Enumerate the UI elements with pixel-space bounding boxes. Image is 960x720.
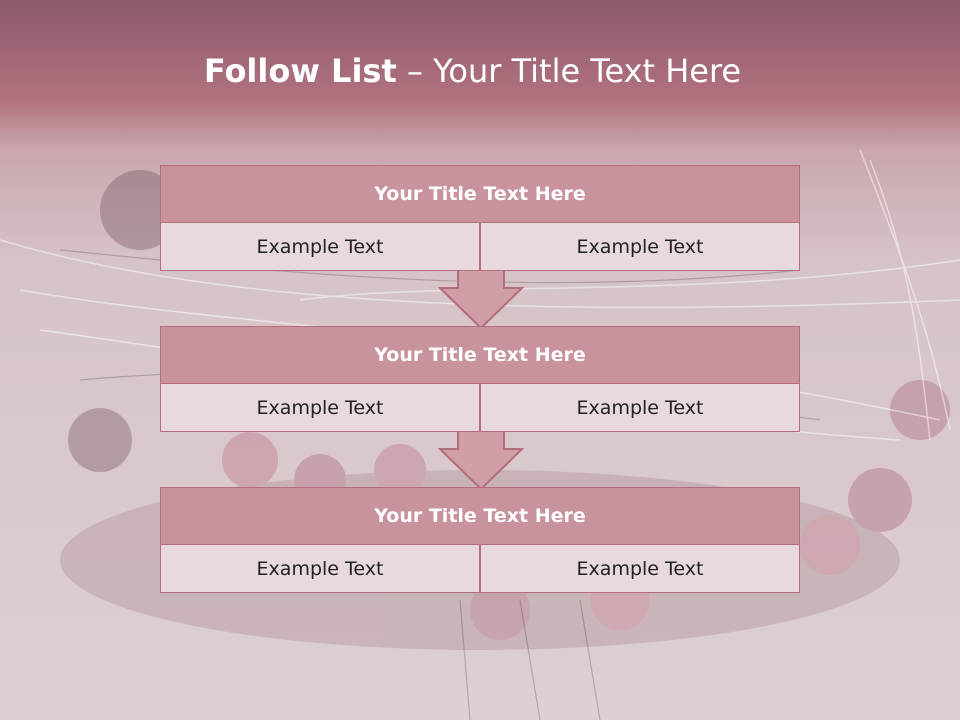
step-text-left: Example Text <box>160 544 480 593</box>
step-box-1: Your Title Text Here Example Text Exampl… <box>160 165 800 271</box>
step-title: Your Title Text Here <box>160 326 800 384</box>
step-box-2: Your Title Text Here Example Text Exampl… <box>160 326 800 432</box>
down-arrow-icon <box>438 270 524 330</box>
title-sub: – Your Title Text Here <box>396 52 742 90</box>
step-text-right: Example Text <box>480 383 800 432</box>
page-title: Follow List – Your Title Text Here <box>0 52 945 90</box>
step-text-right: Example Text <box>480 544 800 593</box>
step-box-3: Your Title Text Here Example Text Exampl… <box>160 487 800 593</box>
step-text-left: Example Text <box>160 383 480 432</box>
step-text-right: Example Text <box>480 222 800 271</box>
step-title: Your Title Text Here <box>160 165 800 223</box>
down-arrow-icon <box>438 431 524 491</box>
step-title: Your Title Text Here <box>160 487 800 545</box>
title-main: Follow List <box>203 52 397 90</box>
step-text-left: Example Text <box>160 222 480 271</box>
